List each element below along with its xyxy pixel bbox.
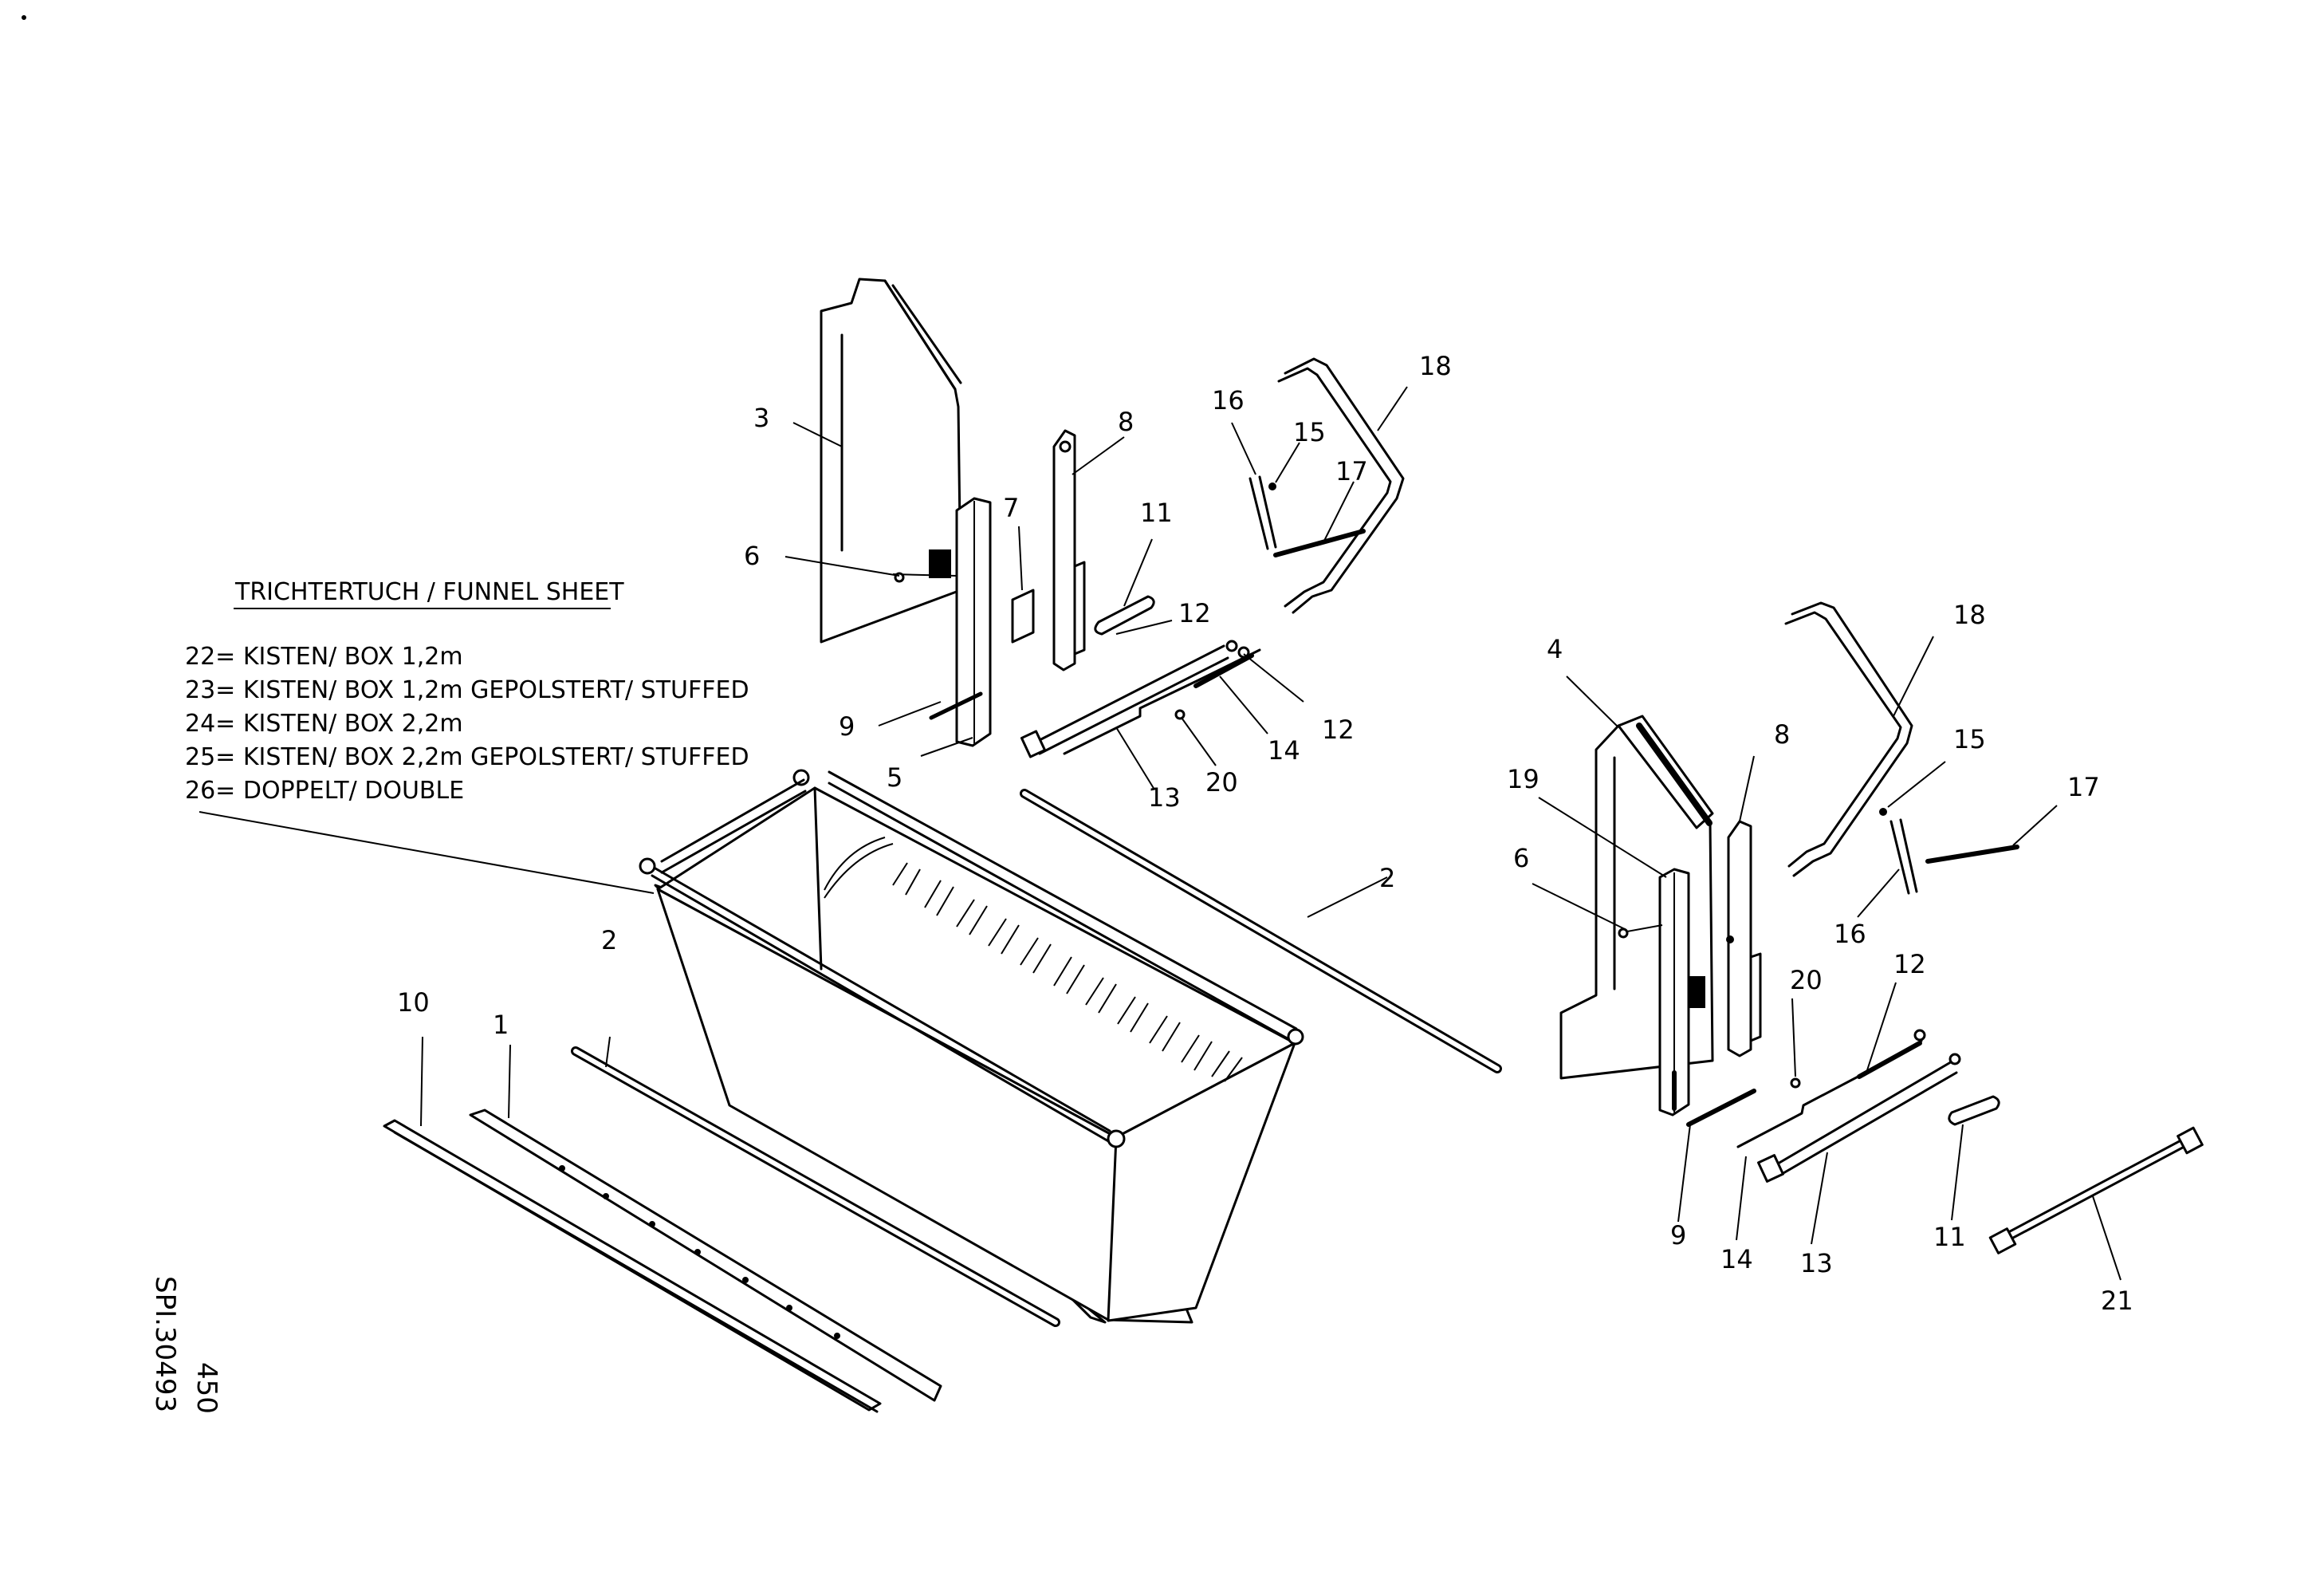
callout-20-right: 20: [1790, 965, 1823, 995]
callout-17-right: 17: [2067, 772, 2100, 802]
callout-9-right: 9: [1670, 1220, 1686, 1250]
callout-6-left: 6: [744, 541, 760, 571]
callout-12-left-b: 12: [1322, 715, 1355, 745]
rail-right: [1726, 820, 1762, 1057]
post-left: [892, 497, 992, 747]
callout-2-rear: 2: [1379, 863, 1395, 893]
rod-2-rear: [1020, 789, 1502, 1073]
legend-item-24: 24= KISTEN/ BOX 2,2m: [185, 710, 463, 738]
callout-9-left: 9: [839, 711, 855, 742]
callout-7: 7: [1003, 493, 1019, 523]
rod-2-front: [571, 1046, 1060, 1327]
callout-14-left: 14: [1268, 735, 1300, 766]
legend-leader-line: [199, 811, 655, 894]
corner-dot: [22, 15, 26, 20]
callout-8-left: 8: [1118, 407, 1134, 437]
shaft-21: [1988, 1126, 2204, 1254]
callout-5: 5: [887, 762, 902, 793]
callout-2-front: 2: [601, 925, 617, 955]
callout-18-left: 18: [1419, 351, 1452, 381]
callout-16-right: 16: [1834, 919, 1866, 949]
rail-10: [383, 1119, 882, 1413]
legend-item-23: 23= KISTEN/ BOX 1,2m GEPOLSTERT/ STUFFED: [185, 676, 749, 704]
side-panel-left: [820, 278, 962, 644]
link-11-left: [1094, 595, 1155, 636]
post-right: [1618, 868, 1705, 1116]
plate-7: [1011, 589, 1035, 644]
callout-14-right: 14: [1720, 1244, 1753, 1274]
callout-18-right: 18: [1953, 600, 1986, 630]
leader-lines: [420, 386, 2121, 1281]
callout-12-left-a: 12: [1178, 598, 1211, 628]
legend-item-25: 25= KISTEN/ BOX 2,2m GEPOLSTERT/ STUFFED: [185, 743, 749, 771]
callout-15-left: 15: [1293, 417, 1326, 447]
legend-item-22: 22= KISTEN/ BOX 1,2m: [185, 643, 463, 671]
callout-10: 10: [397, 987, 430, 1018]
callout-13-right: 13: [1800, 1248, 1833, 1278]
linkage-left: [929, 640, 1261, 758]
rail-left: [1052, 429, 1086, 671]
callout-13-left: 13: [1148, 782, 1181, 813]
callout-12-right: 12: [1893, 949, 1926, 979]
callout-labels: 3 6 9 5 7 8 11 12 12 13 20 14 16 15 17 1…: [397, 351, 2133, 1316]
callout-1: 1: [493, 1010, 509, 1040]
linkage-right: [1686, 1029, 2000, 1183]
callout-6-right: 6: [1513, 843, 1529, 873]
callout-4: 4: [1547, 634, 1563, 664]
strip-1: [469, 1109, 942, 1402]
callout-19: 19: [1507, 764, 1540, 794]
legend-item-26: 26= DOPPELT/ DOUBLE: [185, 777, 464, 805]
callout-11-left: 11: [1140, 498, 1173, 528]
drawing-number: 450: [191, 1362, 222, 1414]
callout-17-left: 17: [1335, 456, 1368, 486]
callout-3: 3: [753, 403, 769, 433]
callout-16-left: 16: [1212, 385, 1245, 415]
handle-right: [1784, 601, 2019, 895]
callout-21: 21: [2101, 1286, 2133, 1316]
callout-15-right: 15: [1953, 724, 1986, 754]
drawing-id: SPI.30493: [149, 1276, 181, 1412]
legend: TRICHTERTUCH / FUNNEL SHEET 22= KISTEN/ …: [185, 578, 749, 894]
funnel-box: [639, 769, 1304, 1324]
drawing-code: 450 SPI.30493: [149, 1276, 222, 1414]
legend-title: TRICHTERTUCH / FUNNEL SHEET: [234, 578, 624, 606]
callout-20-left: 20: [1205, 767, 1238, 798]
callout-11-right: 11: [1933, 1222, 1966, 1252]
callout-8-right: 8: [1774, 719, 1790, 750]
handle-left: [1249, 357, 1405, 614]
